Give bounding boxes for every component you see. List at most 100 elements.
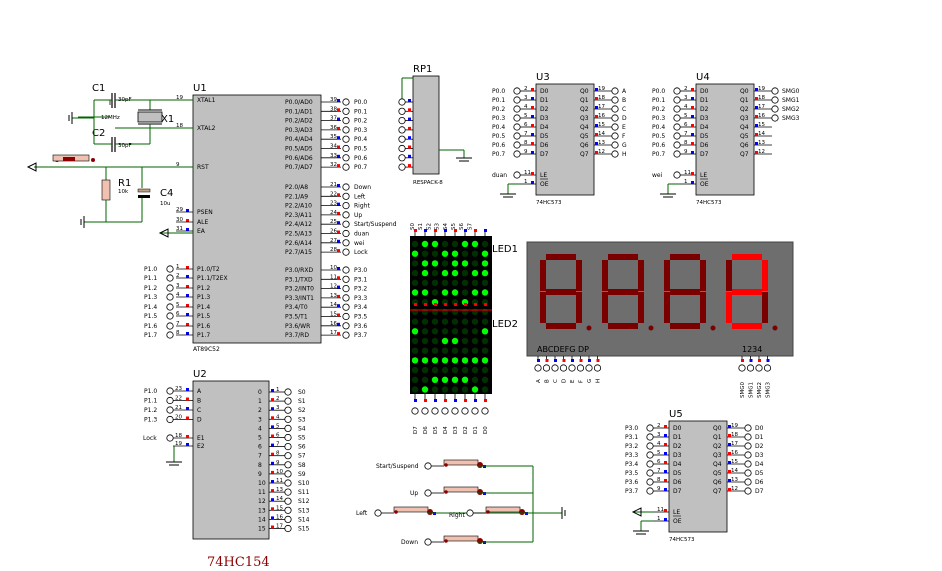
pin-marker [454,229,457,232]
latch-in-net: P0.1 [652,97,665,104]
net-terminal [284,406,292,414]
u1-net-label: P0.3 [354,127,367,134]
net-terminal [611,87,619,95]
pin-marker [414,303,417,306]
u1-p1-terminals: P1.0P1.1P1.2P1.3P1.4P1.5P1.6P1.7 [144,265,174,339]
latch-pin-name: Q0 [740,88,749,95]
pin-marker [474,399,477,402]
segment-e [664,292,670,323]
pin-marker [408,145,411,149]
u2-pin-number: 13 [276,487,283,493]
latch-pin-number: 5 [657,450,661,456]
matrix-led [421,289,429,296]
u2-out-net: S11 [298,489,310,496]
u1-pin-number: 6 [176,311,180,317]
net-terminal [166,434,174,442]
u1-pin-number: 29 [176,207,183,213]
matrix-led [411,366,419,374]
pin-marker [728,452,731,455]
latch-pin-number: 4 [657,441,661,447]
button-cap [443,486,479,493]
net-terminal [611,141,619,149]
u2-out-net: S9 [298,471,306,478]
pin-marker [186,294,189,297]
display-seg-net: A [536,379,542,383]
latch-pin-name: Q7 [740,151,749,158]
u2-out-name: 1 [258,398,262,405]
latch-oe: OE [673,518,682,525]
latch-in-net: P3.6 [625,479,638,486]
p1-net-label: P1.1 [144,275,157,282]
pushbutton[interactable]: Start/Suspend [376,459,533,470]
latch-pin-number: 12 [758,149,765,155]
pin-marker [728,443,731,446]
latch-pin-name: D6 [540,142,549,149]
latch-in-net: P0.5 [652,133,665,140]
button-label: Up [410,490,418,497]
net-terminal [398,117,406,125]
matrix-led [411,347,419,354]
latch-pin-number: 9 [657,486,661,492]
u1-pin-name: P1.7 [197,332,210,339]
matrix-led [421,366,429,374]
u2-in-net: P1.1 [144,398,157,405]
latch-pin-name: Q3 [713,452,722,459]
latch-pin-number: 1 [524,179,528,185]
pin-marker [337,322,340,326]
u1-net-label: P3.5 [354,314,367,321]
pin-marker [337,239,340,243]
pin-marker [755,97,758,100]
u2-en-net: Lock [143,435,157,442]
net-terminal [342,202,350,210]
latch-pin-name: D0 [673,425,682,432]
latch-pin-number: 4 [524,104,528,110]
pin-marker [271,489,274,493]
net-terminal [763,364,772,372]
latch-pin-name: Q6 [713,479,722,486]
u1-pin-name: P1.1/T2EX [197,275,228,282]
latch-pin-number: 15 [598,122,605,128]
oscillator-circuit: C1 30pF C2 30pF X1 12MHz R1 [26,83,193,238]
pushbutton[interactable]: Right [449,506,533,519]
latch-pin-name: D5 [700,133,709,140]
latch-ref: U3 [536,72,550,83]
pushbutton[interactable]: Down [401,535,533,546]
net-terminal [611,105,619,113]
pin-marker [186,228,189,231]
latch-pin-number: 4 [684,104,688,110]
net-terminal [398,144,406,153]
u2-out-name: 12 [258,498,266,505]
net-terminal [166,274,174,282]
matrix-led [461,347,469,354]
net-terminal [342,126,350,134]
u1-pin-name: XTAL1 [197,97,216,104]
pin-marker [337,304,340,308]
matrix-led [421,376,429,383]
u2-out-name: 0 [258,389,262,396]
u1-pin-number: 10 [330,265,337,271]
latch-pin-name: Q3 [740,115,749,122]
u1-microcontroller[interactable]: U1 AT89C52 XTAL119XTAL218RST9PSEN29ALE30… [144,83,397,353]
u1-pin-number: 35 [330,134,337,140]
pin-marker [271,398,274,402]
u2-pin-number: 18 [175,433,182,439]
net-terminal [513,105,521,113]
pushbutton[interactable]: Up [410,486,533,497]
pin-marker [755,124,758,127]
net-terminal [284,452,292,460]
matrix-bottom-label: D3 [453,426,459,434]
pin-marker [186,285,189,288]
u2-pin-number: 21 [175,405,182,411]
u1-pin-number: 31 [176,226,183,232]
rp1-ref: RP1 [413,64,432,75]
net-terminal [534,364,542,372]
u2-pin-name: A [197,388,202,395]
u2-pin-number: 16 [276,514,283,520]
p1-net-label: P1.3 [144,294,157,301]
